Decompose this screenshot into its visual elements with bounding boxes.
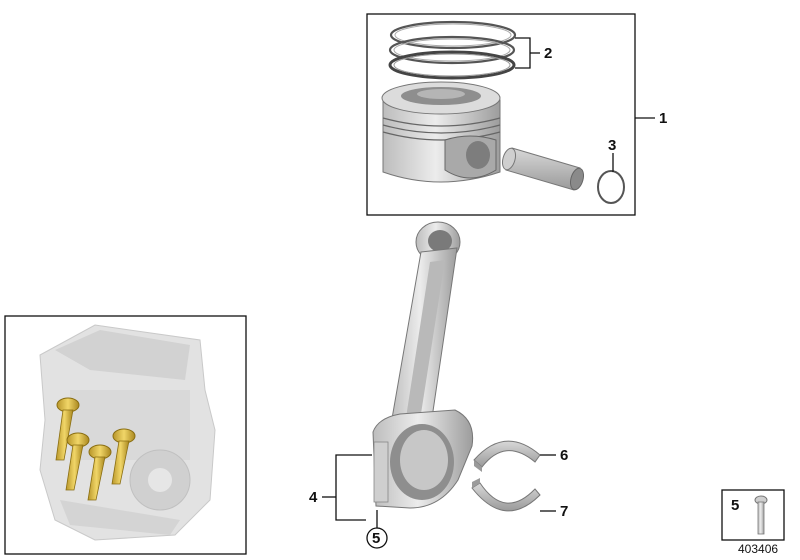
piston-pin[interactable] (500, 147, 586, 191)
engine-overview-image (39, 324, 216, 541)
bearing-shell-lower[interactable] (471, 478, 541, 512)
circlip[interactable] (597, 170, 625, 204)
callout-5[interactable]: 5 (372, 530, 380, 547)
highlighted-connecting-rods (55, 397, 136, 501)
leader-lines (322, 37, 655, 549)
diagram-id: 403406 (738, 542, 778, 556)
callout-6[interactable]: 6 (560, 447, 568, 464)
conrod-bolt-image (754, 495, 768, 535)
callout-circle-5 (366, 527, 388, 549)
legend-box-number: 5 (731, 497, 739, 514)
bolt-legend-box (721, 489, 785, 541)
piston-rings[interactable] (388, 20, 517, 80)
callout-7[interactable]: 7 (560, 503, 568, 520)
piston-group-frame (366, 13, 636, 216)
callout-2[interactable]: 2 (544, 45, 552, 62)
callout-3[interactable]: 3 (608, 137, 616, 154)
callout-4[interactable]: 4 (309, 489, 318, 506)
piston[interactable] (381, 81, 501, 183)
bearing-shell-upper[interactable] (473, 440, 541, 472)
callout-1[interactable]: 1 (659, 110, 667, 127)
connecting-rod[interactable] (372, 221, 474, 509)
